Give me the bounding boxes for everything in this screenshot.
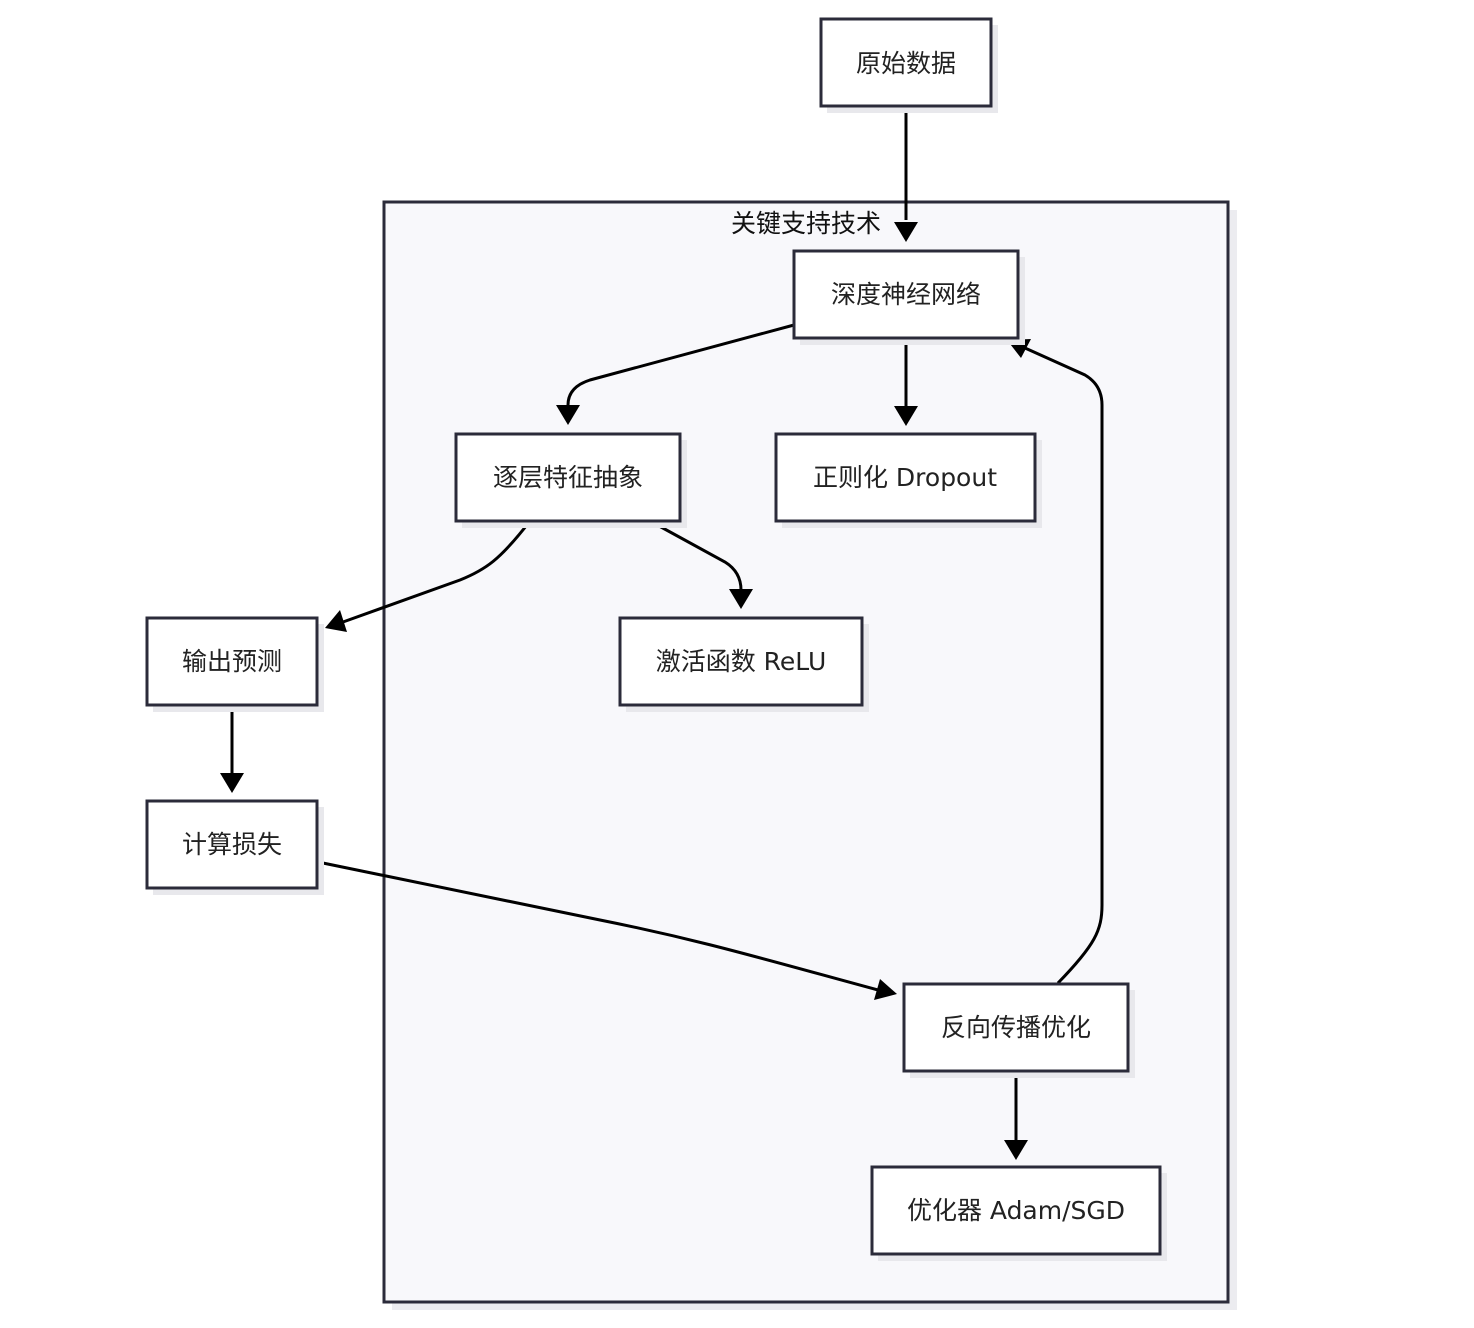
- node-dropout[interactable]: 正则化 Dropout: [774, 432, 1042, 528]
- edge-feature-to-relu: [649, 519, 743, 591]
- node-label: 逐层特征抽象: [493, 463, 643, 492]
- node-label: 反向传播优化: [941, 1013, 1091, 1042]
- arrowhead: [220, 773, 244, 793]
- node-optimizer[interactable]: 优化器 Adam/SGD: [870, 1165, 1167, 1261]
- cluster-label: 关键支持技术: [731, 209, 881, 238]
- node-label: 正则化 Dropout: [813, 463, 997, 492]
- node-label: 输出预测: [182, 647, 282, 676]
- node-label: 优化器 Adam/SGD: [907, 1196, 1125, 1225]
- node-backprop[interactable]: 反向传播优化: [902, 982, 1135, 1078]
- arrowhead: [894, 222, 918, 242]
- arrowhead: [874, 979, 897, 1000]
- node-label: 原始数据: [856, 49, 956, 78]
- node-label: 计算损失: [182, 830, 282, 859]
- node-label: 激活函数 ReLU: [656, 647, 827, 676]
- node-compute-loss[interactable]: 计算损失: [145, 799, 324, 895]
- edges: [220, 106, 1104, 1160]
- arrowhead: [1004, 1140, 1028, 1160]
- arrowhead: [729, 589, 753, 609]
- node-output-prediction[interactable]: 输出预测: [145, 616, 324, 712]
- node-raw-data[interactable]: 原始数据: [819, 17, 998, 113]
- node-relu[interactable]: 激活函数 ReLU: [618, 616, 869, 712]
- cluster-key-technologies: 关键支持技术: [382, 200, 1237, 1310]
- node-label: 深度神经网络: [831, 280, 981, 309]
- arrowhead: [556, 405, 580, 425]
- edge-loss-to-backprop: [317, 860, 879, 992]
- node-feature-abstraction[interactable]: 逐层特征抽象: [454, 432, 687, 528]
- arrowhead: [894, 406, 918, 426]
- edge-feature-to-output: [342, 520, 532, 624]
- edge-dnn-to-feature-abstraction: [566, 323, 795, 406]
- arrowhead: [325, 610, 347, 632]
- edge-backprop-to-dnn: [1024, 346, 1104, 985]
- node-dnn[interactable]: 深度神经网络: [792, 249, 1025, 345]
